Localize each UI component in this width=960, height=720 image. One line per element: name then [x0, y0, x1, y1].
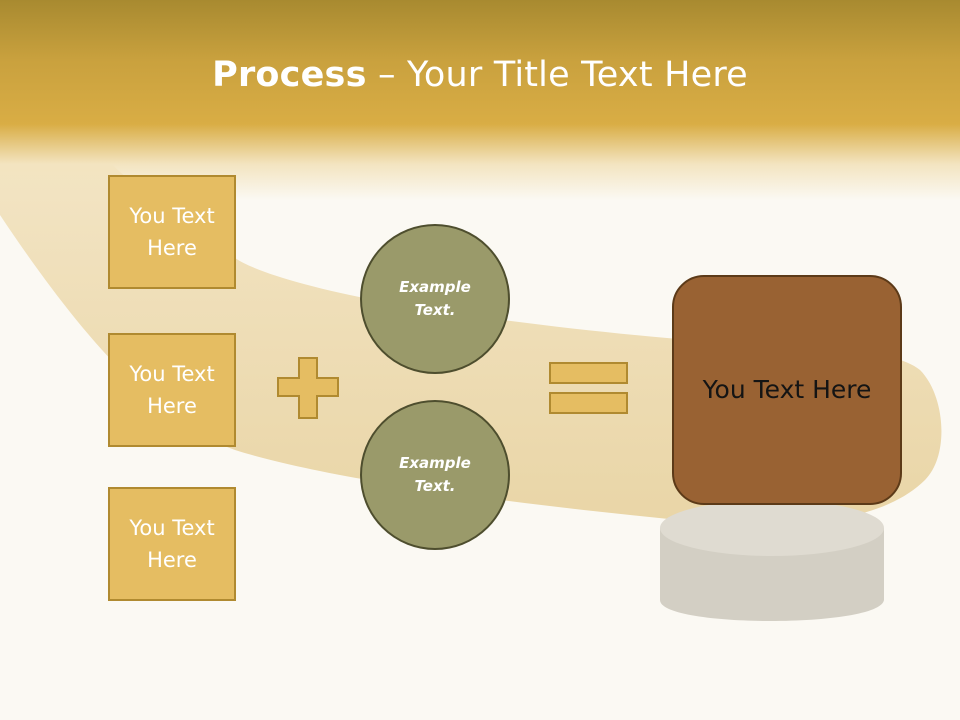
result-box: You Text Here: [672, 275, 902, 505]
text-box-1-line1: You Text: [129, 204, 215, 228]
circle-2-line1: Example: [399, 454, 471, 472]
text-box-2-line1: You Text: [129, 362, 215, 386]
text-box-3-line1: You Text: [129, 516, 215, 540]
text-box-2-line2: Here: [147, 394, 197, 418]
page-title: Process – Your Title Text Here: [0, 52, 960, 98]
title-separator: –: [366, 55, 407, 95]
circle-2-line2: Text.: [414, 477, 456, 495]
text-box-3: You Text Here: [108, 487, 236, 601]
text-box-1: You Text Here: [108, 175, 236, 289]
circle-1-line2: Text.: [414, 301, 456, 319]
text-box-1-line2: Here: [147, 236, 197, 260]
text-box-2: You Text Here: [108, 333, 236, 447]
text-box-3-line2: Here: [147, 548, 197, 572]
equals-icon: [549, 362, 628, 414]
plus-icon: [277, 357, 339, 419]
title-rest: Your Title Text Here: [406, 55, 748, 95]
example-circle-2: Example Text.: [360, 400, 510, 550]
title-bold: Process: [212, 55, 367, 95]
circle-1-line1: Example: [399, 278, 471, 296]
hockey-puck: [660, 500, 884, 621]
result-text: You Text Here: [702, 375, 872, 404]
example-circle-1: Example Text.: [360, 224, 510, 374]
header-band: [0, 0, 960, 200]
